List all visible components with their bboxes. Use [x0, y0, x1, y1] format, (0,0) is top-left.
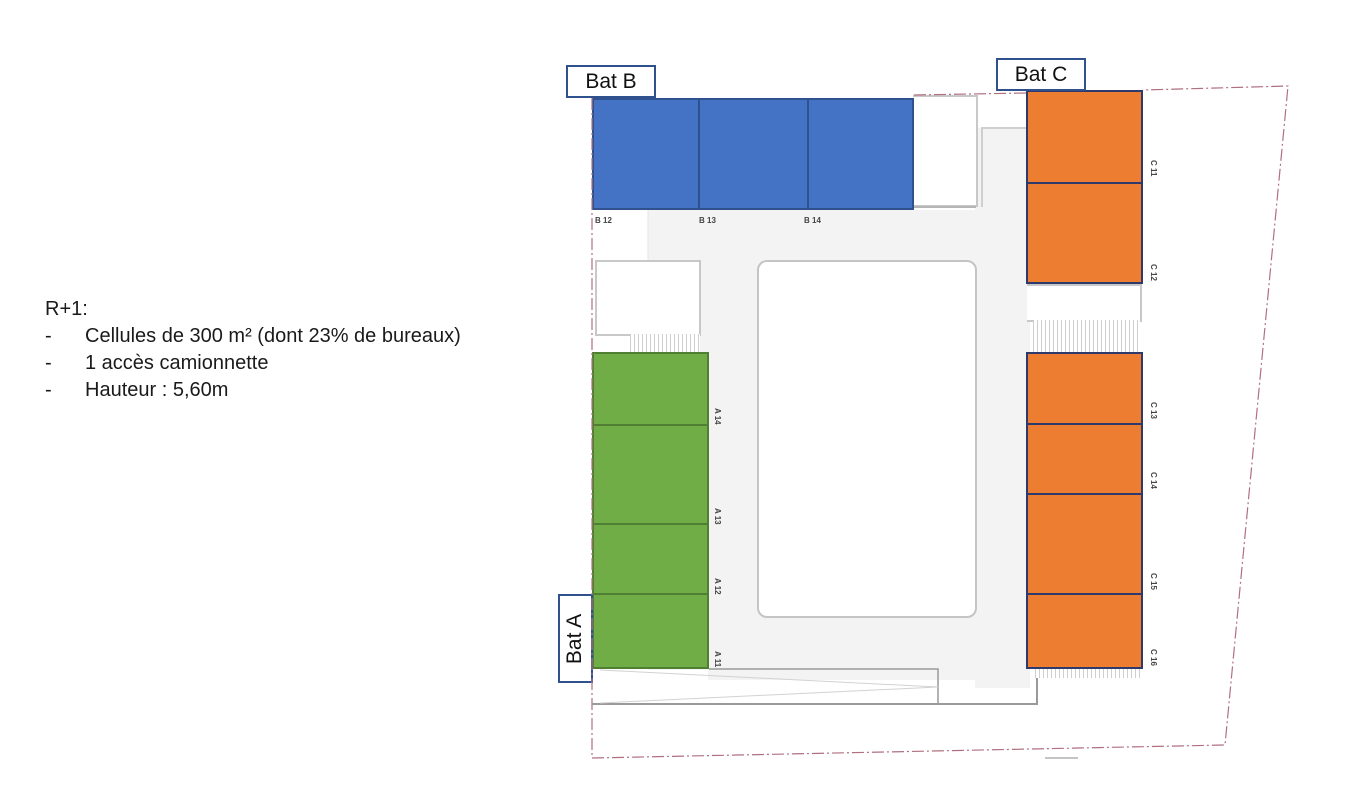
loading-dock: [630, 334, 700, 352]
cell-label-b13: B 13: [699, 216, 716, 225]
loading-dock: [1035, 668, 1140, 678]
cell-b14[interactable]: [807, 98, 914, 210]
cell-b12[interactable]: [592, 98, 700, 210]
building-b-label: Bat B: [585, 69, 637, 93]
cell-label-c14: C 14: [1149, 472, 1158, 489]
cell-label-a12: A 12: [713, 578, 722, 595]
cell-c14[interactable]: [1026, 423, 1143, 495]
note-item: - Cellules de 300 m² (dont 23% de bureau…: [45, 323, 461, 350]
cell-label-a11: A 11: [713, 651, 722, 668]
cell-label-a14: A 14: [713, 408, 722, 425]
cell-label-c13: C 13: [1149, 402, 1158, 419]
cell-label-c15: C 15: [1149, 573, 1158, 590]
note-text: 1 accès camionnette: [85, 352, 269, 374]
building-c-label: Bat C: [1014, 62, 1068, 86]
cell-label-b14: B 14: [804, 216, 821, 225]
cell-c16[interactable]: [1026, 593, 1143, 669]
central-courtyard: [757, 260, 977, 618]
cell-label-c12: C 12: [1149, 264, 1158, 281]
cell-a13[interactable]: [592, 424, 709, 525]
note-text: Hauteur : 5,60m: [85, 379, 229, 401]
cell-c11[interactable]: [1026, 90, 1143, 184]
cell-c12[interactable]: [1026, 182, 1143, 284]
cell-c15[interactable]: [1026, 493, 1143, 595]
cell-label-b12: B 12: [595, 216, 612, 225]
note-bullet: -: [45, 379, 52, 401]
note-item: - Hauteur : 5,60m: [45, 377, 461, 404]
building-b-tag: Bat B: [566, 65, 656, 98]
loading-dock: [1033, 320, 1140, 352]
note-bullet: -: [45, 352, 52, 374]
building-a-label: Bat A: [563, 613, 587, 664]
note-text: Cellules de 300 m² (dont 23% de bureaux): [85, 325, 461, 347]
note-bullet: -: [45, 325, 52, 347]
project-notes: R+1: - Cellules de 300 m² (dont 23% de b…: [45, 296, 461, 404]
cell-b13[interactable]: [698, 98, 809, 210]
note-item: - 1 accès camionnette: [45, 350, 461, 377]
building-a-tag: Bat A: [558, 594, 593, 683]
cell-label-c16: C 16: [1149, 649, 1158, 666]
annex-block: [1027, 284, 1142, 322]
cell-label-c11: C 11: [1149, 160, 1158, 177]
building-c-tag: Bat C: [996, 58, 1086, 91]
cell-a11[interactable]: [592, 593, 709, 669]
annex-block: [913, 95, 978, 207]
cell-a12[interactable]: [592, 523, 709, 595]
cell-c13[interactable]: [1026, 352, 1143, 425]
annex-block: [595, 260, 701, 336]
cell-a14[interactable]: [592, 352, 709, 426]
cell-label-a13: A 13: [713, 508, 722, 525]
notes-title: R+1:: [45, 298, 88, 320]
